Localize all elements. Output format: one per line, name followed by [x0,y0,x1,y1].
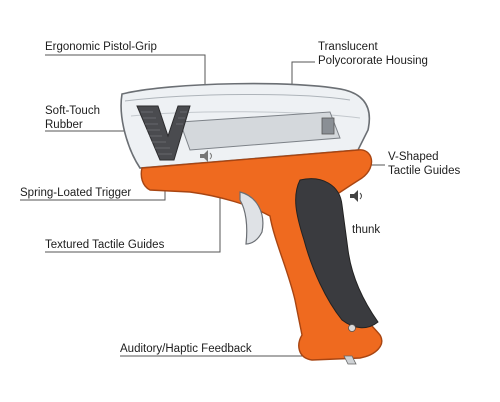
callout-thunk: thunk [352,224,381,236]
callout-soft-touch: Soft-Touch Rubber [45,105,100,131]
leader-textured [45,176,221,253]
callout-v-guides: V-Shaped Tactile Guides [388,151,461,177]
v-shaped-rubber [136,105,191,161]
dark-rubber-grip [295,178,379,329]
callout-feedback: Auditory/Haptic Feedback [120,343,252,355]
callout-trigger: Spring-Loated Trigger [20,187,132,199]
speaker-icon [200,150,212,162]
spring-trigger [239,191,264,245]
v-texture [141,111,187,155]
callout-textured-guides: Textured Tactile Guides [45,239,165,251]
callout-translucent-housing: Translucent Polycororate Housing [318,41,428,67]
speaker-icon [350,190,362,202]
callout-ergonomic-grip: Ergonomic Pistol-Grip [45,41,157,53]
leader-ergonomic [45,54,206,95]
leader-housing [291,61,315,92]
